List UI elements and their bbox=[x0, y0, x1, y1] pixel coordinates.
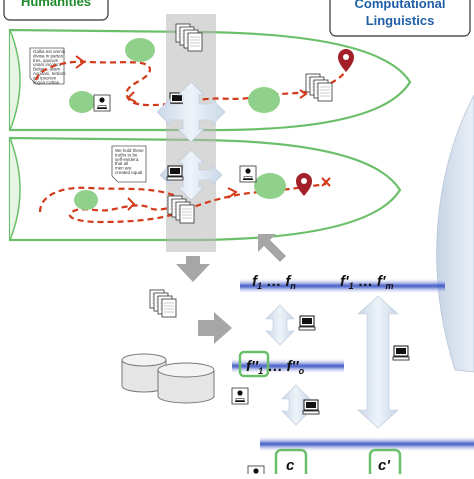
feature-bar-top bbox=[240, 278, 445, 294]
down-arrow bbox=[176, 256, 210, 282]
path-end-cross bbox=[321, 177, 331, 187]
feature-set-f-prime: f'1 … f'm bbox=[340, 273, 394, 291]
concept-node bbox=[125, 38, 155, 62]
computer-icon bbox=[166, 165, 184, 181]
humanities-label-box: Humanities bbox=[3, 0, 109, 21]
diagonal-arrow bbox=[258, 234, 286, 262]
funnel-tip-bottom bbox=[9, 137, 21, 241]
computational-label-box: Computational Linguistics bbox=[329, 0, 471, 37]
feature-arrow-tall bbox=[357, 295, 399, 429]
reader-icon bbox=[247, 465, 265, 479]
path-arrowhead-2 bbox=[126, 91, 137, 103]
class-c: c bbox=[286, 457, 295, 474]
computer-icon bbox=[392, 345, 410, 361]
path-arrowhead-4 bbox=[127, 197, 136, 211]
note-line: that all bbox=[115, 161, 128, 166]
note-line: self-evident, bbox=[115, 157, 139, 162]
computational-label-line2: Linguistics bbox=[366, 13, 435, 28]
note-line: truths to be bbox=[115, 152, 138, 157]
right-arrow bbox=[198, 312, 232, 344]
computer-icon bbox=[298, 315, 316, 331]
reader-icon bbox=[93, 94, 111, 112]
note-line: Gallia est omnis bbox=[33, 49, 66, 54]
class-c-prime: c' bbox=[378, 457, 390, 474]
path-arrowhead-1 bbox=[75, 55, 86, 69]
note-line: created equal bbox=[115, 170, 142, 175]
path-arrowhead-3 bbox=[299, 89, 308, 99]
note-line: men are bbox=[115, 166, 132, 171]
humanities-label: Humanities bbox=[21, 0, 91, 9]
reading-path-top bbox=[34, 60, 350, 107]
feature-arrow bbox=[265, 304, 295, 346]
class-highlight-c bbox=[274, 448, 308, 479]
feature-set-f-double-prime: f''1 … f''o bbox=[246, 358, 305, 376]
reader-icon bbox=[231, 387, 249, 405]
funnel-tip-top bbox=[9, 29, 21, 131]
feature-bar-mid bbox=[232, 358, 344, 374]
note-line: unam incolunt bbox=[33, 62, 62, 67]
computational-label-line1: Computational bbox=[355, 0, 446, 11]
exchange-arrow bbox=[156, 81, 226, 143]
feature-set-f: f1 … fn bbox=[252, 273, 296, 291]
note-line: We hold these bbox=[115, 148, 144, 153]
concept-node bbox=[248, 87, 280, 113]
note-line: Aquitani, tertiam bbox=[33, 71, 66, 76]
class-highlight-c-prime bbox=[368, 448, 402, 479]
concept-node bbox=[254, 173, 286, 199]
note-line: tres, quarum bbox=[33, 58, 59, 63]
computer-icon bbox=[302, 399, 320, 415]
note-line: divisa in partes bbox=[33, 53, 64, 58]
reader-icon bbox=[239, 165, 257, 183]
concept-node bbox=[69, 91, 95, 113]
database-icon bbox=[157, 362, 215, 404]
document-stack-icon bbox=[150, 290, 176, 317]
interpretation-lens bbox=[436, 94, 474, 373]
database-icon bbox=[121, 353, 167, 393]
note-line: qui ipsorum bbox=[33, 75, 57, 80]
feature-bar-bottom bbox=[260, 436, 474, 452]
highlight-box bbox=[238, 350, 270, 378]
concept-node bbox=[74, 190, 98, 210]
note-line: lingua Celtae bbox=[33, 80, 60, 85]
path-arrowhead-5 bbox=[227, 187, 238, 199]
